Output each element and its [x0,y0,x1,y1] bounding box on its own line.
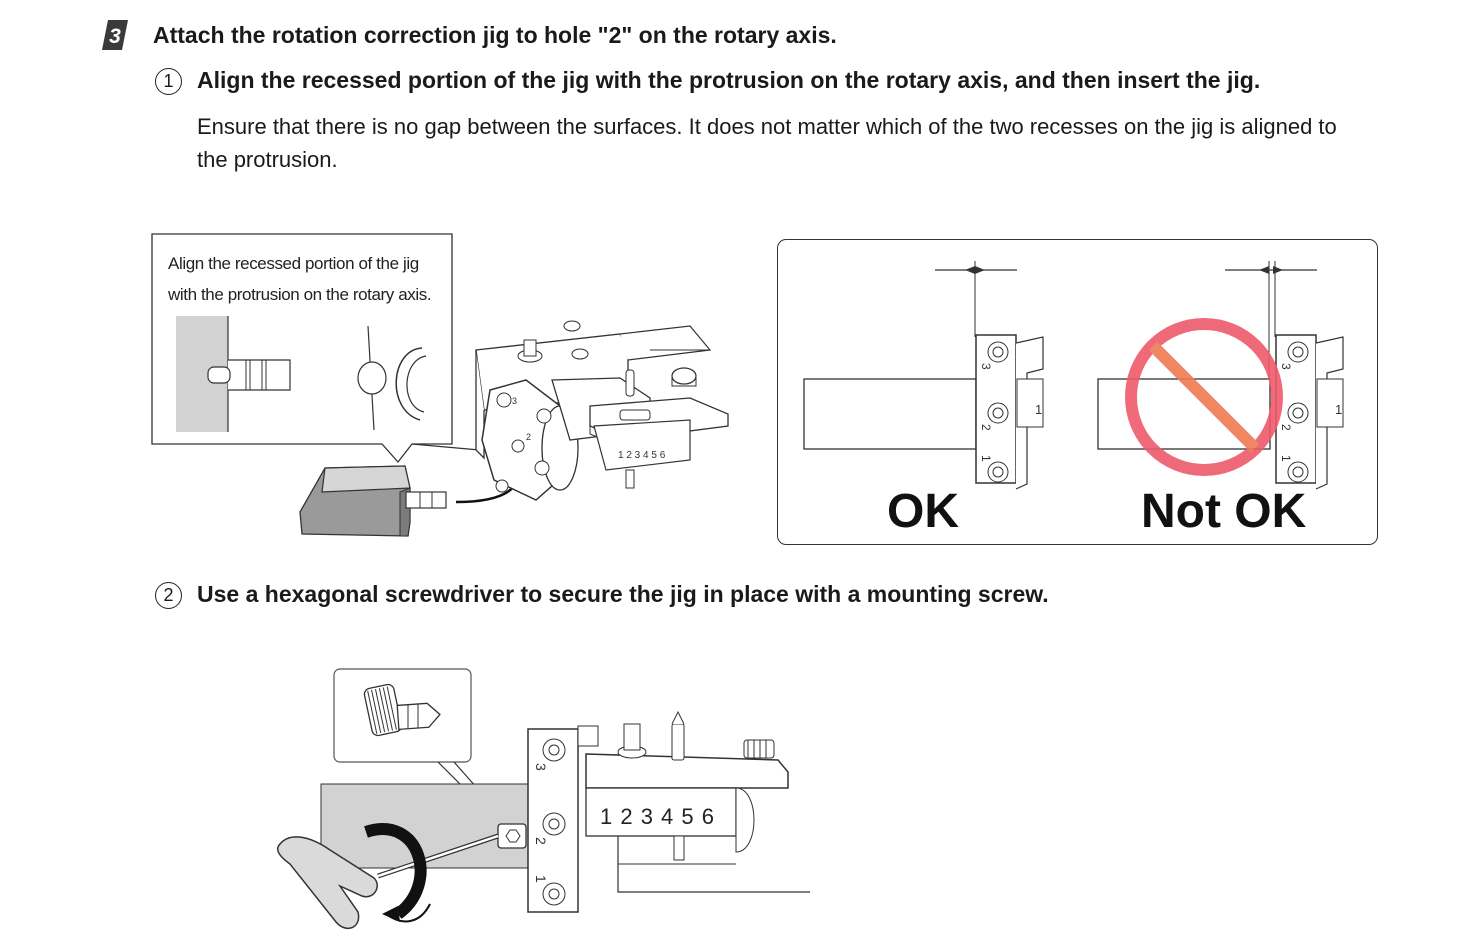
svg-text:2: 2 [533,837,549,845]
screwdriver-handle [276,836,378,930]
substep-1-body: Ensure that there is no gap between the … [197,114,1337,172]
substep-2-title: Use a hexagonal screwdriver to secure th… [197,581,1049,607]
svg-text:1: 1 [1035,402,1042,417]
substep-1-title: Align the recessed portion of the jig wi… [197,67,1261,93]
dial-digits: 1 2 3 4 5 6 [618,450,666,461]
svg-text:1: 1 [1335,402,1342,417]
svg-text:1: 1 [979,455,993,462]
not-ok-label: Not OK [1141,485,1307,538]
svg-text:2: 2 [979,424,993,431]
svg-text:3: 3 [979,363,993,370]
svg-text:3: 3 [533,763,549,771]
prohibition-icon [1125,318,1283,476]
svg-text:3: 3 [1279,363,1293,370]
substep-1-number: 1 [155,68,182,95]
callout-text: Align the recessed portion of the jig wi… [168,254,432,304]
svg-text:1: 1 [1279,455,1293,462]
scale-digits: 1 2 3 4 5 6 [600,804,715,829]
comparison-panel [777,239,1378,545]
screw-icon [363,683,441,737]
svg-text:1: 1 [533,875,549,883]
step-title: Attach the rotation correction jig to ho… [153,22,837,48]
screwdriver-illustration: 3 2 1 1 2 3 4 5 6 [276,668,810,930]
step-number-badge: 3 [102,20,128,50]
rotation-arrow [364,823,427,919]
ok-label: OK [887,485,959,538]
svg-text:2: 2 [1279,424,1293,431]
svg-text:3: 3 [512,396,517,406]
jig-insertion-illustration: 3 2 1 2 3 4 5 6 [151,233,729,537]
substep-2-number: 2 [155,582,182,609]
comparison-illustration: 3 2 1 1 3 2 1 1 [803,261,1344,490]
step-number: 3 [109,25,121,48]
ok-jig [803,378,977,450]
svg-text:2: 2 [526,432,531,442]
